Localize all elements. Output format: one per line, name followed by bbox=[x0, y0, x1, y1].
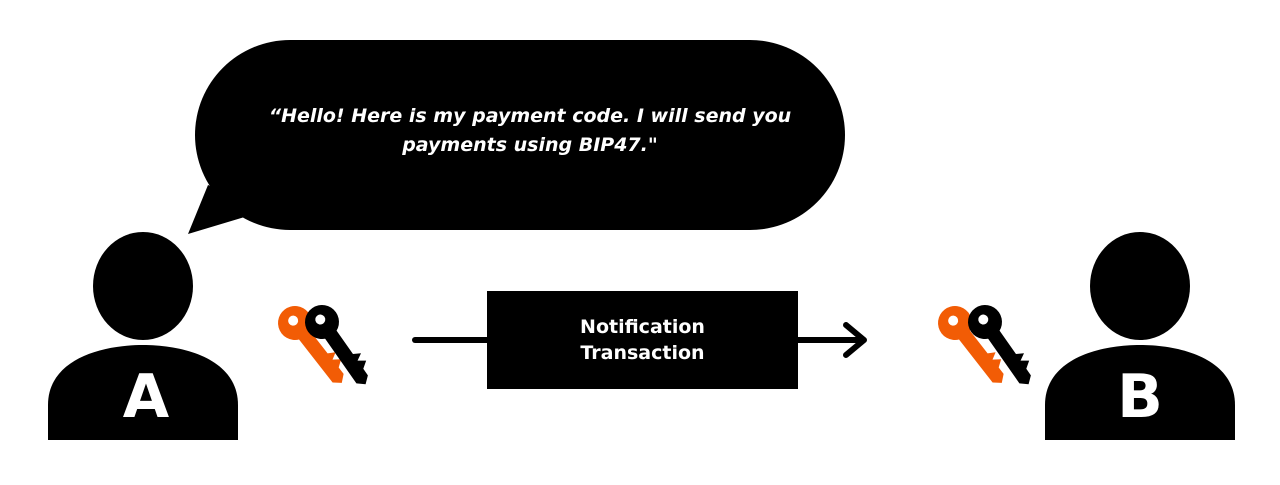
key-pair-icon-a bbox=[271, 298, 380, 395]
orange-key-icon bbox=[271, 299, 356, 394]
black-key-icon bbox=[961, 298, 1043, 395]
transaction-label-line-2: Transaction bbox=[580, 342, 705, 364]
speech-bubble-body bbox=[195, 40, 845, 230]
user-a-icon bbox=[48, 232, 238, 440]
speech-bubble-text: “Hello! Here is my payment code. I will … bbox=[230, 102, 830, 160]
user-b-label: B bbox=[1117, 362, 1163, 432]
speech-bubble-tail bbox=[188, 185, 268, 234]
user-a-label: A bbox=[122, 362, 170, 432]
speech-bubble bbox=[188, 40, 845, 234]
user-b-icon bbox=[1045, 232, 1235, 440]
speech-line-2: payments using BIP47." bbox=[402, 134, 658, 156]
speech-line-1: “Hello! Here is my payment code. I will … bbox=[268, 105, 792, 127]
black-key-icon bbox=[298, 298, 380, 395]
notification-transaction-box: Notification Transaction bbox=[487, 291, 798, 389]
transaction-label-line-1: Notification bbox=[580, 316, 705, 338]
orange-key-icon bbox=[931, 299, 1016, 394]
key-pair-icon-b bbox=[931, 298, 1043, 395]
